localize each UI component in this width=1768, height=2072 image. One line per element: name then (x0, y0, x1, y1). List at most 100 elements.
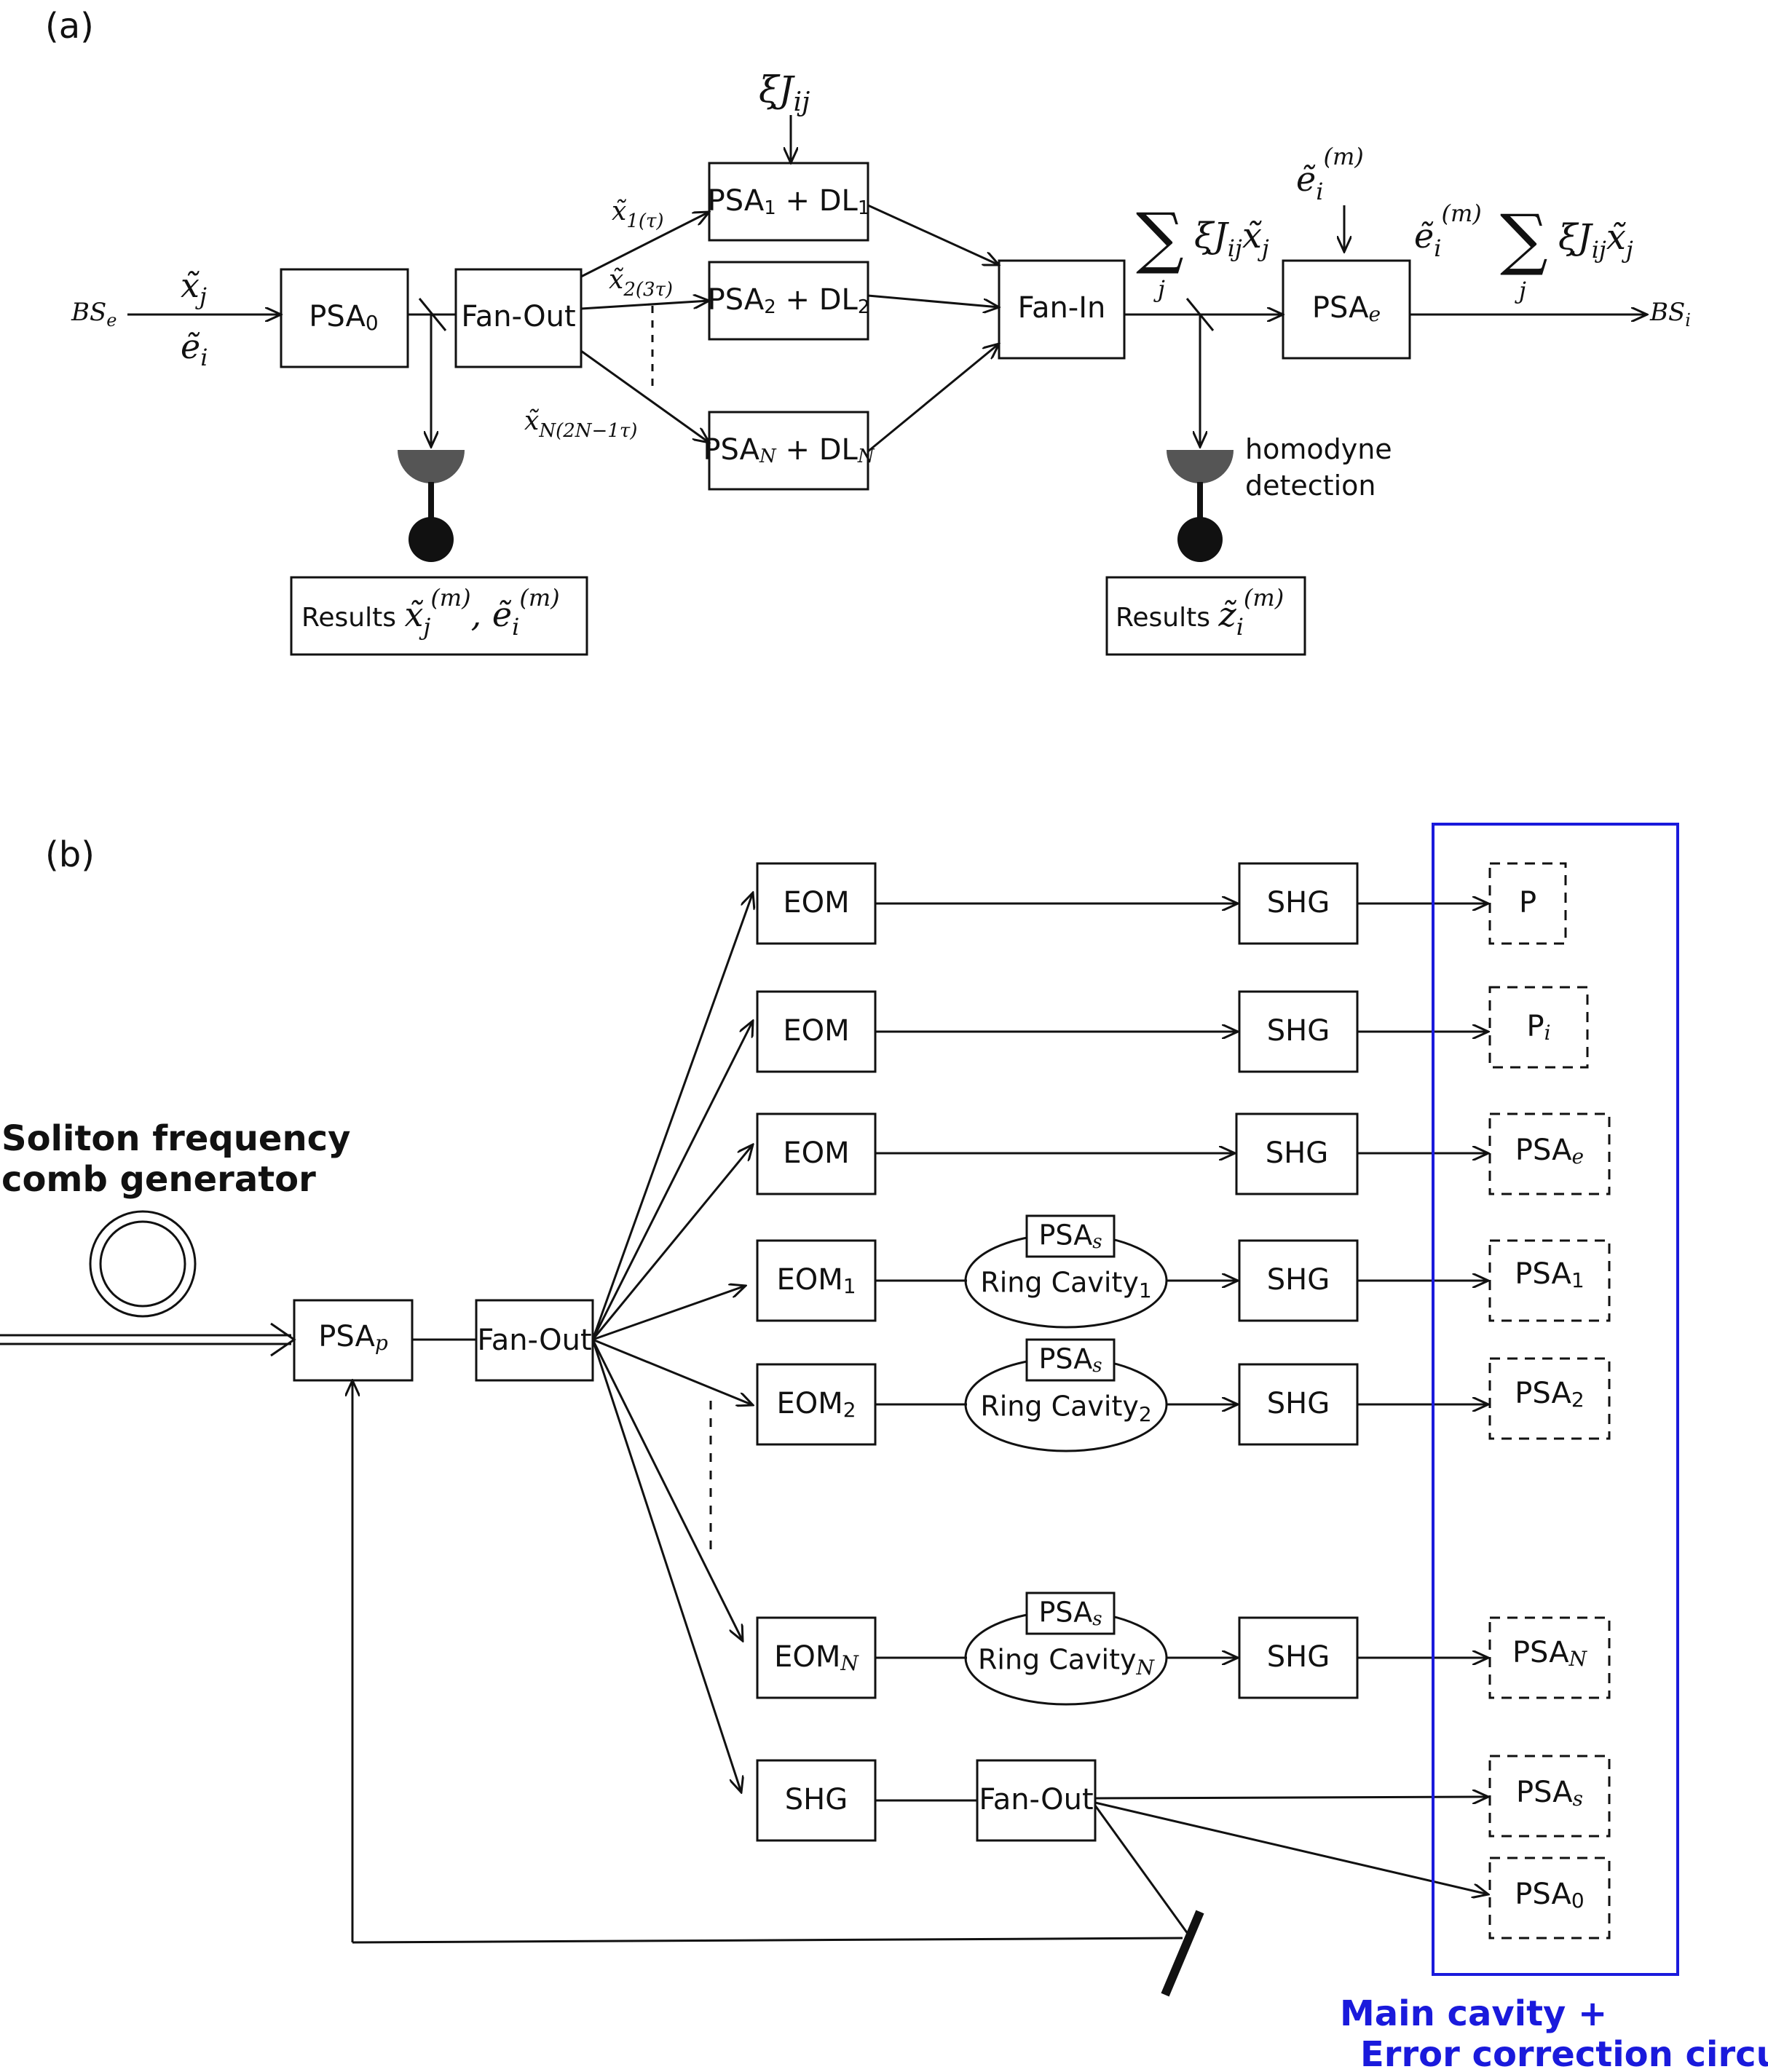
svg-text:EOM1: EOM1 (776, 1263, 856, 1298)
svg-text:PSAp: PSAp (318, 1320, 388, 1355)
svg-text:PSAN + DLN: PSAN + DLN (703, 433, 875, 467)
spoke-row6 (591, 1339, 743, 1641)
detector-right (1167, 450, 1234, 562)
target-psa0-label: PSA0 (1515, 1878, 1584, 1913)
target-psa1 (1488, 1239, 1611, 1322)
source-line1: Soliton frequency (1, 1118, 350, 1159)
eom-row-1: EOM SHG (756, 862, 1488, 945)
eom-2-label: EOM (783, 1014, 849, 1048)
error-input-label: ẽi(m) (1296, 143, 1364, 205)
input-ei: ẽi (181, 327, 208, 371)
pickoff-mirror-a1 (418, 298, 447, 331)
fanout-to-psan (580, 349, 709, 443)
svg-text:EOMN: EOMN (774, 1640, 859, 1675)
ring-row-1: EOM1 PSAs Ring Cavity1 SHG (756, 1214, 1488, 1329)
psa1-to-fanin (867, 204, 999, 265)
shg-bottom-label: SHG (785, 1783, 848, 1816)
results-right-box: Results z̃i(m) (1105, 576, 1306, 656)
target-p-label: P (1519, 886, 1536, 920)
fanout-a-box: Fan-Out (454, 268, 583, 368)
svg-text:ξJijx̃j: ξJijx̃j (1558, 217, 1633, 264)
fanin-box: Fan-In (998, 259, 1126, 360)
eom-1-label: EOM (783, 886, 849, 920)
shg-1-label: SHG (1267, 886, 1330, 920)
svg-text:PSA2 + DL2: PSA2 + DL2 (708, 283, 870, 318)
fanout-b-box: Fan-Out (475, 1299, 594, 1382)
svg-text:j: j (1153, 275, 1165, 303)
fanout-to-psa1 (580, 212, 709, 278)
comb-arrowhead (270, 1322, 296, 1357)
feedback-path-h (352, 1937, 1183, 1944)
target-pi (1488, 986, 1589, 1069)
feedback-mirror (1161, 1910, 1204, 1997)
ring-row-n: EOMN PSAs Ring CavityN SHG (756, 1591, 1488, 1706)
svg-text:∑: ∑ (1136, 199, 1184, 277)
svg-text:PSAs: PSAs (1038, 1343, 1102, 1377)
spoke-row1 (591, 893, 753, 1340)
psap-box: PSAp (293, 1299, 414, 1382)
cavity-targets (1488, 862, 1611, 1939)
fanout-b-label: Fan-Out (477, 1324, 591, 1357)
target-psan (1488, 1616, 1611, 1699)
target-psas-label: PSAs (1516, 1776, 1583, 1811)
svg-text:∑: ∑ (1500, 200, 1548, 278)
results-left-label: Results x̃j(m), ẽi(m) (301, 584, 560, 641)
svg-text:Ring Cavity1: Ring Cavity1 (980, 1267, 1151, 1303)
results-right-label: Results z̃i(m) (1116, 584, 1284, 641)
psa-dl-2-box: PSA2 + DL2 (708, 261, 870, 341)
panel-b-label: (b) (45, 834, 95, 875)
bs-i-label: BSi (1649, 298, 1691, 331)
psa-dl-1-box: PSA1 + DL1 (708, 162, 870, 242)
bs-e-label: BSe (71, 298, 117, 331)
ring-resonator-icon (89, 1210, 197, 1318)
svg-text:PSAs: PSAs (1038, 1219, 1102, 1254)
eom-row-3: EOM SHG (756, 1112, 1488, 1195)
psa0-box: PSA0 (280, 268, 409, 368)
bottom-shg-row: SHG Fan-Out (756, 1759, 1488, 1937)
ring-row-2: EOM2 PSAs Ring Cavity2 SHG (756, 1338, 1488, 1452)
eom-row-2: EOM SHG (756, 990, 1488, 1073)
results-left-box: Results x̃j(m), ẽi(m) (290, 576, 588, 656)
psae-box: PSAe (1282, 259, 1411, 360)
source-line2: comb generator (1, 1159, 316, 1200)
input-xj: x̃j (181, 266, 207, 310)
psa-dl-n-box: PSAN + DLN (703, 411, 875, 491)
shg-3-label: SHG (1266, 1136, 1328, 1170)
fanin-label: Fan-In (1018, 291, 1106, 325)
eom-3-label: EOM (783, 1136, 849, 1170)
coupling-label: ξJij (759, 68, 810, 117)
delay-2: x̃2(3τ) (609, 265, 673, 301)
target-psa2-label: PSA2 (1515, 1377, 1584, 1412)
spoke-row3 (591, 1144, 753, 1340)
svg-text:PSA1 + DL1: PSA1 + DL1 (708, 184, 870, 219)
spoke-row7 (591, 1339, 741, 1792)
homodyne-line2: detection (1245, 470, 1376, 502)
panel-a-label: (a) (45, 6, 94, 47)
bs-e-text: BS (71, 298, 106, 327)
svg-text:j: j (1515, 277, 1526, 304)
svg-text:EOM2: EOM2 (776, 1387, 856, 1422)
shg-2-label: SHG (1267, 1014, 1330, 1048)
spoke-row4 (592, 1286, 746, 1341)
shg-5-label: SHG (1267, 1387, 1330, 1420)
target-psan-label: PSAN (1512, 1636, 1588, 1671)
main-cavity-frame (1432, 823, 1679, 1976)
detector-left (398, 450, 465, 562)
sum-label: ∑ j ξJijx̃j (1136, 199, 1269, 303)
svg-text:Ring Cavity2: Ring Cavity2 (980, 1391, 1151, 1427)
spoke-row5 (592, 1338, 753, 1405)
delay-n: x̃N(2N−1τ) (524, 406, 637, 442)
target-psas (1488, 1755, 1611, 1838)
target-p (1488, 862, 1567, 945)
output-label: ẽi(m) ∑ j ξJijx̃j (1414, 199, 1633, 304)
psa0-label: PSA0 (309, 300, 378, 335)
homodyne-line1: homodyne (1245, 433, 1392, 465)
svg-text:PSAs: PSAs (1038, 1597, 1102, 1631)
target-pi-label: Pi (1526, 1010, 1550, 1045)
svg-text:PSAe: PSAe (1312, 291, 1381, 326)
target-psa1-label: PSA1 (1515, 1257, 1584, 1292)
svg-text:ξJijx̃j: ξJijx̃j (1194, 215, 1269, 262)
psa2-to-fanin (867, 294, 999, 307)
fanout-a-label: Fan-Out (461, 300, 575, 333)
